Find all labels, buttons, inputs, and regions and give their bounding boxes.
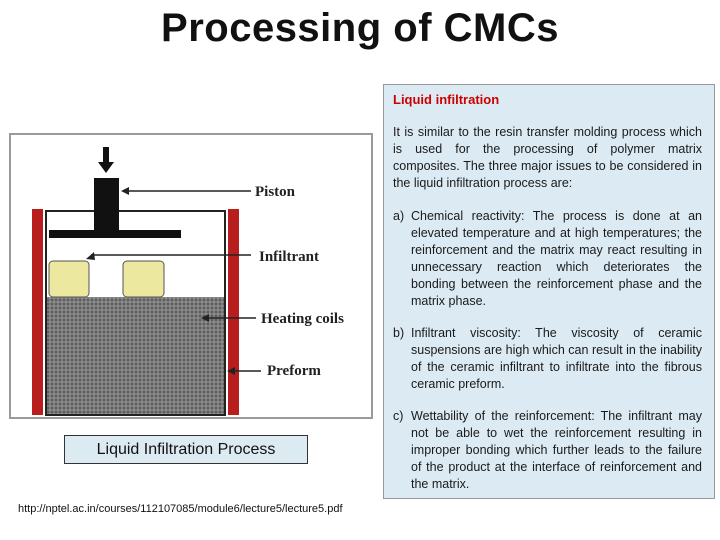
label-preform: Preform — [267, 363, 321, 379]
preform — [47, 297, 224, 414]
diagram-svg: Piston Infiltrant Heating coils Preform — [32, 147, 344, 416]
piston-leader-arrow — [121, 187, 129, 195]
preform-leader-arrow — [227, 367, 235, 375]
list-item: a) Chemical reactivity: The process is d… — [393, 208, 702, 310]
panel-heading: Liquid infiltration — [393, 92, 500, 107]
list-marker: a) — [393, 209, 405, 223]
force-arrow-head — [98, 162, 114, 173]
source-url: http://nptel.ac.in/courses/112107085/mod… — [18, 503, 343, 515]
list-item: c) Wettability of the reinforcement: The… — [393, 408, 702, 493]
infiltrant-leader-arrow — [86, 252, 95, 260]
text-panel: Liquid infiltration It is similar to the… — [383, 84, 715, 499]
piston-rod — [94, 178, 119, 233]
label-infiltrant: Infiltrant — [259, 249, 319, 265]
list-marker: c) — [393, 409, 404, 423]
slide-title: Processing of CMCs — [161, 6, 559, 50]
liquid-infiltration-diagram: Piston Infiltrant Heating coils Preform — [9, 133, 373, 419]
piston-head — [49, 230, 181, 238]
panel-intro: It is similar to the resin transfer mold… — [393, 125, 702, 190]
list-item-text: Chemical reactivity: The process is done… — [411, 209, 702, 308]
figure-caption: Liquid Infiltration Process — [64, 435, 308, 464]
list-item: b) Infiltrant viscosity: The viscosity o… — [393, 325, 702, 393]
list-marker: b) — [393, 326, 405, 340]
label-heating-coils: Heating coils — [261, 311, 344, 327]
label-piston: Piston — [255, 184, 296, 200]
infiltrant-right — [122, 260, 165, 298]
heating-leader-arrow — [201, 314, 209, 322]
list-item-text: Infiltrant viscosity: The viscosity of c… — [411, 326, 702, 391]
list-item-text: Wettability of the reinforcement: The in… — [411, 409, 702, 491]
heating-coil-right — [228, 209, 239, 415]
heating-coil-left — [32, 209, 43, 415]
infiltrant-left — [48, 260, 90, 298]
